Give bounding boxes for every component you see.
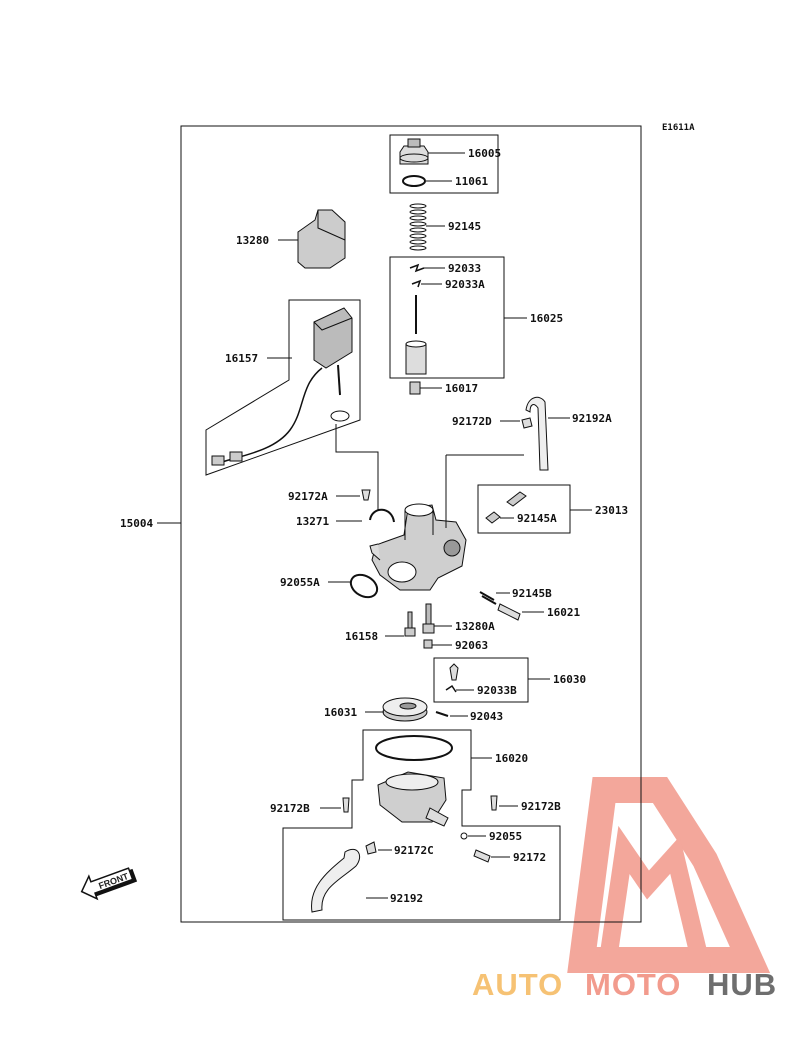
- box-23013: [477, 484, 571, 534]
- ring-icon: [402, 175, 426, 187]
- oring-small-icon: [460, 832, 468, 840]
- bracket-icon: [369, 508, 395, 523]
- clip-icon: [409, 263, 425, 273]
- float-icon: [382, 697, 428, 722]
- label-92172C: 92172C: [394, 844, 434, 857]
- label-13271: 13271: [296, 515, 329, 528]
- label-92145A: 92145A: [517, 512, 557, 525]
- watermark-logo: [567, 777, 771, 973]
- clamp-icon: [365, 841, 377, 855]
- label-92033A: 92033A: [445, 278, 485, 291]
- box-16020: [282, 729, 561, 921]
- label-16158: 16158: [345, 630, 378, 643]
- pin-icon: [435, 711, 449, 717]
- heater-icon: [506, 491, 527, 507]
- main-jet-icon: [422, 603, 435, 634]
- spring-small-icon: [479, 591, 497, 605]
- label-92192A: 92192A: [572, 412, 612, 425]
- screw-right-icon: [490, 795, 498, 811]
- label-92055A: 92055A: [280, 576, 320, 589]
- screw-left-icon: [342, 797, 350, 813]
- label-15004: 15004: [120, 517, 153, 530]
- label-92033: 92033: [448, 262, 481, 275]
- nut-icon: [409, 381, 421, 395]
- watermark-text: AUTO MOTO HUB: [472, 967, 777, 1002]
- watermark-triangle-icon: [567, 777, 771, 973]
- label-92033B: 92033B: [477, 684, 517, 697]
- label-16031: 16031: [324, 706, 357, 719]
- label-92172D: 92172D: [452, 415, 492, 428]
- label-92145B: 92145B: [512, 587, 552, 600]
- oring-icon: [349, 573, 379, 599]
- rubber-cap-icon: [297, 209, 346, 269]
- diagram-code: E1611A: [662, 123, 695, 133]
- label-16025: 16025: [530, 312, 563, 325]
- watermark-part1: AUTO: [472, 967, 563, 1002]
- jet-icon: [404, 611, 416, 637]
- float-valve-icon: [449, 663, 459, 681]
- screw-icon: [521, 417, 533, 429]
- label-92145: 92145: [448, 220, 481, 233]
- label-92055: 92055: [489, 830, 522, 843]
- label-16030: 16030: [553, 673, 586, 686]
- label-92172B-left: 92172B: [270, 802, 310, 815]
- cap-icon: [399, 138, 429, 165]
- label-16021: 16021: [547, 606, 580, 619]
- label-16157: 16157: [225, 352, 258, 365]
- main-frame: [180, 125, 642, 923]
- label-13280A: 13280A: [455, 620, 495, 633]
- drain-hose-icon: [311, 848, 360, 913]
- box-16005: [389, 134, 499, 194]
- label-92172B-right: 92172B: [521, 800, 561, 813]
- float-bowl-icon: [377, 771, 449, 827]
- screw-adjust-icon: [497, 603, 521, 621]
- vent-tube-icon: [525, 396, 549, 471]
- auto-choke-icon: [211, 307, 353, 466]
- box-16157: [205, 299, 361, 476]
- label-16020: 16020: [495, 752, 528, 765]
- label-92043: 92043: [470, 710, 503, 723]
- carburetor-body-icon: [369, 503, 467, 591]
- box-16030: [433, 657, 529, 703]
- screw-small-icon: [361, 489, 371, 501]
- gasket-icon: [375, 735, 453, 761]
- spring-icon: [409, 203, 427, 251]
- label-92063: 92063: [455, 639, 488, 652]
- label-92192: 92192: [390, 892, 423, 905]
- label-16017: 16017: [445, 382, 478, 395]
- drain-screw-icon: [473, 849, 491, 863]
- front-arrow-icon: FRONT: [80, 867, 138, 901]
- label-92172: 92172: [513, 851, 546, 864]
- label-11061: 11061: [455, 175, 488, 188]
- label-92172A: 92172A: [288, 490, 328, 503]
- label-23013: 23013: [595, 504, 628, 517]
- watermark-part3: HUB: [707, 967, 777, 1002]
- nut-small-icon: [423, 639, 433, 649]
- label-16005: 16005: [468, 147, 501, 160]
- label-13280: 13280: [236, 234, 269, 247]
- slide-valve-icon: [405, 340, 427, 375]
- watermark-part2: MOTO: [585, 967, 681, 1002]
